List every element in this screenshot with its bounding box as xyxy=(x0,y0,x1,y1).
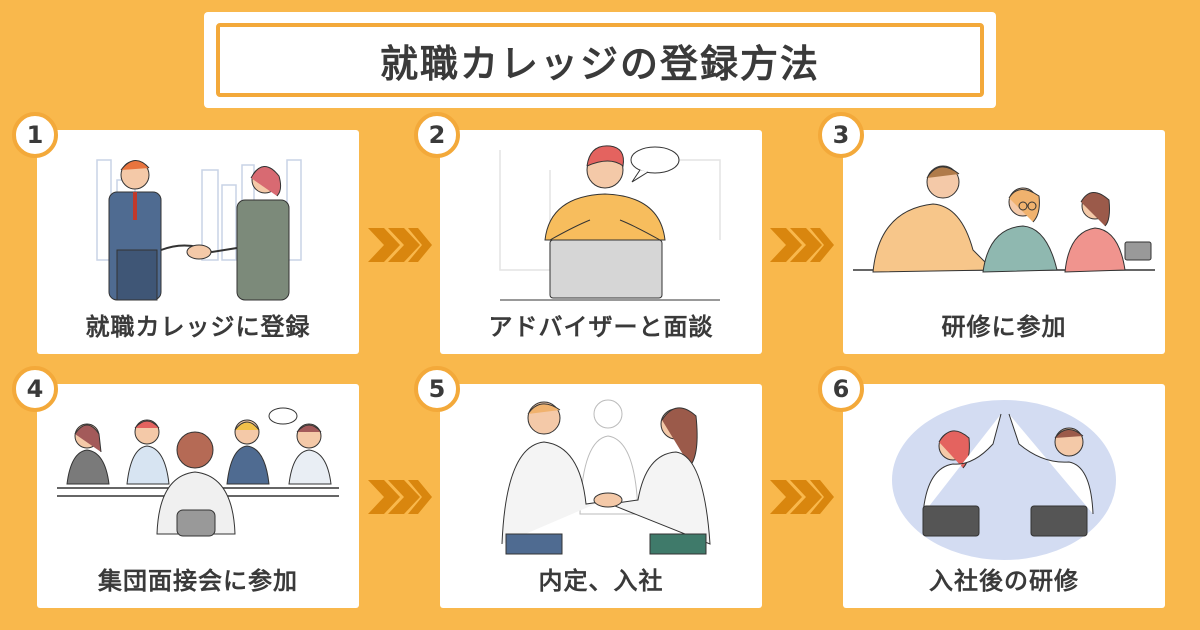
chevron-arrow-icon xyxy=(770,480,834,514)
step-label-2: アドバイザーと面談 xyxy=(488,313,714,341)
step-label-3: 研修に参加 xyxy=(941,313,1067,341)
chevron-arrow-icon xyxy=(770,228,834,262)
job-offer-illustration xyxy=(501,399,711,555)
step-number-5: 5 xyxy=(414,366,460,412)
step-card-2: アドバイザーと面談 xyxy=(440,130,762,354)
step-number-6: 6 xyxy=(818,366,864,412)
chevron-arrow-icon xyxy=(368,480,432,514)
chevron-arrow-icon xyxy=(368,228,432,262)
step-card-3: 研修に参加 xyxy=(843,130,1165,354)
step-card-4: 集団面接会に参加 xyxy=(37,384,359,608)
step-label-1: 就職カレッジに登録 xyxy=(85,313,311,341)
step-card-6: 入社後の研修 xyxy=(843,384,1165,608)
title-frame: 就職カレッジの登録方法 xyxy=(216,23,984,97)
step-label-4: 集団面接会に参加 xyxy=(98,567,298,595)
step-number-4: 4 xyxy=(12,366,58,412)
step-label-5: 内定、入社 xyxy=(538,567,664,595)
training-illustration xyxy=(853,165,1155,273)
page-title: 就職カレッジの登録方法 xyxy=(379,41,820,86)
advisor-interview-illustration xyxy=(499,145,721,301)
step-number-2: 2 xyxy=(414,112,460,158)
step-card-5: 内定、入社 xyxy=(440,384,762,608)
step-number-3: 3 xyxy=(818,112,864,158)
title-banner: 就職カレッジの登録方法 xyxy=(204,12,996,108)
step-card-1: 就職カレッジに登録 xyxy=(37,130,359,354)
step-label-6: 入社後の研修 xyxy=(929,567,1079,595)
group-interview-illustration xyxy=(57,407,339,537)
high-five-illustration xyxy=(892,400,1116,560)
step-number-1: 1 xyxy=(12,112,58,158)
handshake-illustration xyxy=(96,159,302,301)
